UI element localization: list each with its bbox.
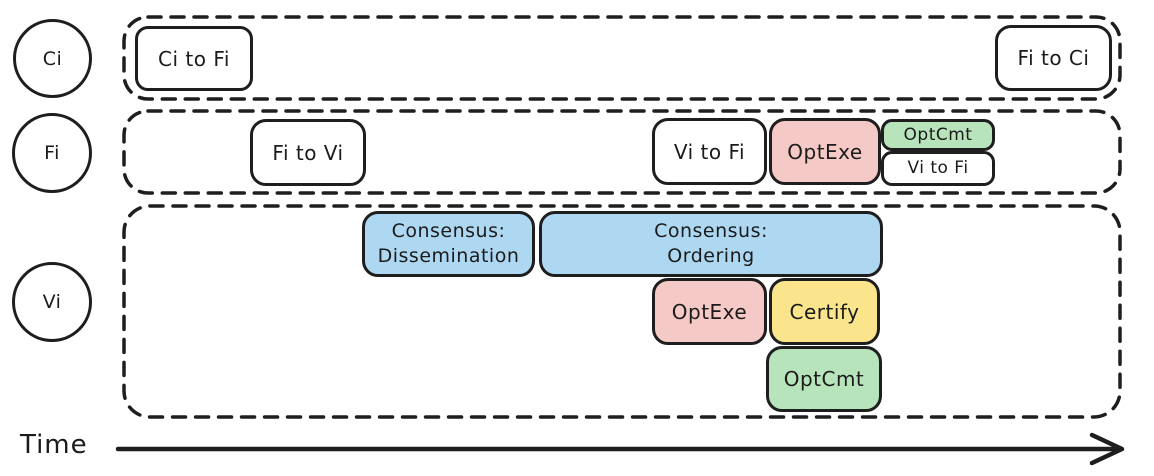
time-arrow (115, 432, 1125, 466)
box-optcmt-vi: OptCmt (766, 346, 882, 412)
box-fi-to-ci: Fi to Ci (995, 25, 1112, 91)
box-optcmt-fi: OptCmt (881, 119, 995, 151)
time-arrowhead-icon (1089, 432, 1125, 466)
box-vi-to-fi-1: Vi to Fi (652, 118, 767, 185)
box-consensus-ordering: Consensus: Ordering (539, 211, 883, 277)
actor-circle-vi: Vi (12, 262, 92, 342)
box-label: Fi to Vi (272, 140, 344, 165)
lane-fi-outline (122, 109, 1122, 195)
box-label: Vi to Fi (673, 139, 746, 164)
box-certify-vi: Certify (769, 278, 880, 345)
lane-ci-outline (122, 15, 1122, 101)
actor-label-ci: Ci (42, 47, 63, 70)
box-label: OptCmt (903, 124, 973, 145)
time-axis-label: Time (20, 430, 88, 460)
box-optexe-vi: OptExe (652, 278, 767, 345)
box-ci-to-fi: Ci to Fi (135, 26, 253, 91)
actor-label-fi: Fi (44, 142, 60, 164)
lane-vi-outline (122, 204, 1122, 419)
actor-circle-fi: Fi (12, 113, 92, 193)
actor-label-vi: Vi (42, 291, 62, 313)
box-label: Fi to Ci (1017, 46, 1090, 70)
box-vi-to-fi-2: Vi to Fi (881, 151, 995, 186)
box-label: OptExe (671, 299, 748, 324)
box-label-line1: Consensus: (654, 220, 768, 243)
box-label: OptCmt (783, 367, 865, 391)
box-label: OptExe (787, 139, 863, 164)
box-label: Vi to Fi (907, 158, 969, 178)
box-optexe-fi: OptExe (769, 118, 881, 185)
box-label: Certify (789, 299, 860, 324)
actor-circle-ci: Ci (13, 19, 92, 98)
box-label: Ci to Fi (158, 46, 230, 71)
box-fi-to-vi: Fi to Vi (250, 119, 366, 186)
box-label-line2: Dissemination (377, 245, 520, 267)
box-label-line1: Consensus: (391, 220, 506, 243)
box-label-line2: Ordering (667, 245, 755, 267)
box-consensus-dissemination: Consensus: Dissemination (362, 211, 535, 277)
